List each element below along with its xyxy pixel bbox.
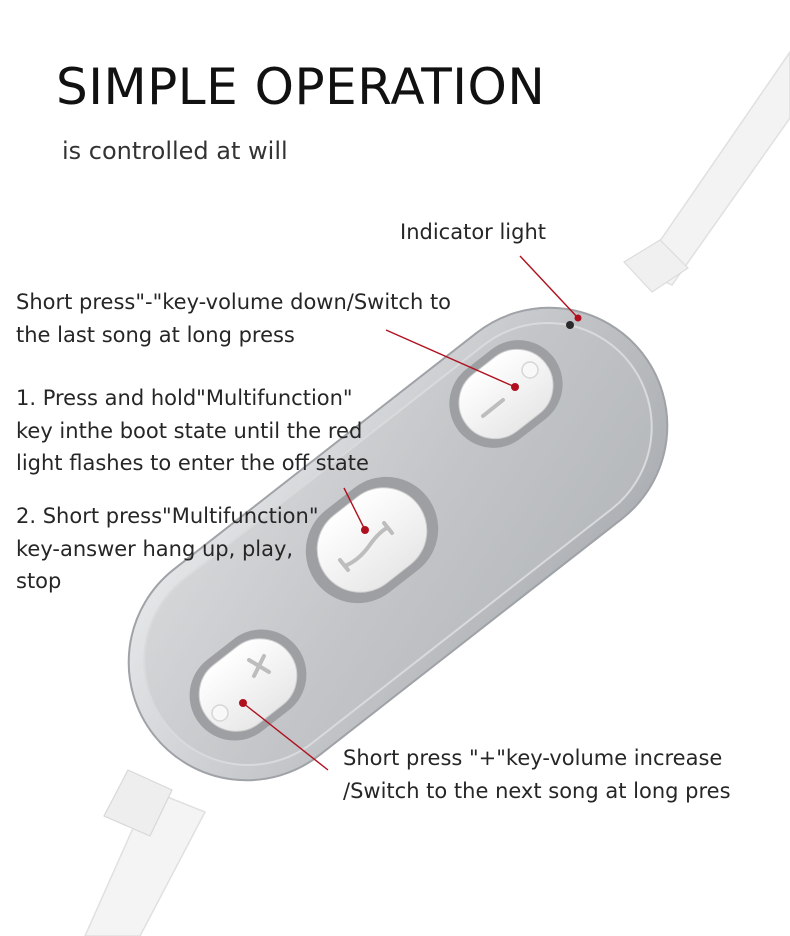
multifunction-button[interactable] xyxy=(285,456,459,624)
page-title: SIMPLE OPERATION xyxy=(56,58,546,116)
minus-icon xyxy=(481,398,505,418)
phone-icon xyxy=(338,521,394,572)
pointer-lines xyxy=(239,255,582,771)
plus-icon xyxy=(247,654,271,678)
minus-key-description: Short press"-"key-volume down/Switch to … xyxy=(16,290,452,347)
page-subtitle: is controlled at will xyxy=(62,137,288,165)
top-cable xyxy=(623,50,790,293)
led-dot-icon xyxy=(566,321,574,329)
plus-button[interactable] xyxy=(171,611,324,758)
multifunction-short-description: 2. Short press"Multifunction" key-answer… xyxy=(16,504,319,593)
minus-button[interactable] xyxy=(432,322,581,465)
multifunction-pointer xyxy=(343,487,366,531)
minus-pointer xyxy=(385,329,516,388)
indicator-pointer xyxy=(519,255,579,319)
bottom-cable xyxy=(84,769,207,936)
plus-pointer xyxy=(242,702,329,771)
plus-key-description: Short press "+"key-volume increase /Swit… xyxy=(343,746,731,803)
multifunction-hold-description: 1. Press and hold"Multifunction" key int… xyxy=(16,386,369,475)
indicator-light-label: Indicator light xyxy=(400,220,547,244)
